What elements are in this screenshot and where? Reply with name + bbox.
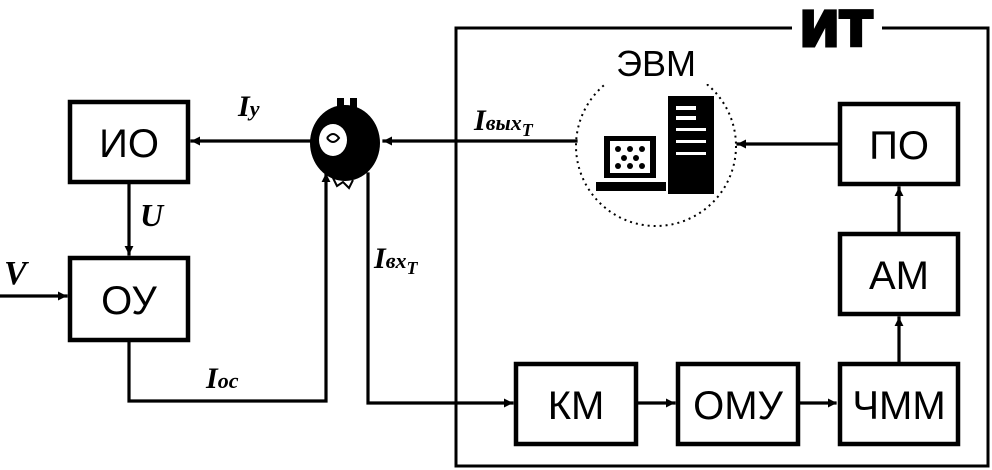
label-ioc: Ioc xyxy=(205,362,239,395)
block-am: АМ xyxy=(837,231,961,317)
computer-node: ЭВМ xyxy=(575,40,737,227)
title-gap xyxy=(792,6,882,50)
computer-tower-icon xyxy=(668,96,714,194)
block-io-label: ИО xyxy=(99,122,159,166)
label-iout: IвыхT xyxy=(473,104,534,140)
block-km-label: КМ xyxy=(548,384,605,428)
label-iin: IвхT xyxy=(373,242,419,278)
label-v: V xyxy=(4,255,29,292)
diagram-title: ИТ xyxy=(800,2,873,58)
block-omu-label: ОМУ xyxy=(693,384,783,428)
label-u: U xyxy=(140,197,165,233)
block-am-label: АМ xyxy=(869,254,929,298)
block-omu: ОМУ xyxy=(675,361,801,447)
block-chmm-label: ЧММ xyxy=(852,384,945,428)
operator-head-icon xyxy=(310,98,380,190)
block-ou-label: ОУ xyxy=(101,279,157,323)
block-po-label: ПО xyxy=(869,124,929,168)
block-po: ПО xyxy=(837,101,961,187)
block-chmm: ЧММ xyxy=(837,361,961,447)
block-km: КМ xyxy=(513,361,639,447)
block-ou: ОУ xyxy=(67,255,191,343)
computer-label: ЭВМ xyxy=(616,43,696,84)
wire-iin xyxy=(366,172,514,408)
it-frame xyxy=(454,26,990,468)
wire-ioc xyxy=(127,172,331,403)
computer-monitor-icon xyxy=(596,136,666,191)
block-io: ИО xyxy=(67,99,191,185)
label-iy: Iy xyxy=(237,90,260,123)
